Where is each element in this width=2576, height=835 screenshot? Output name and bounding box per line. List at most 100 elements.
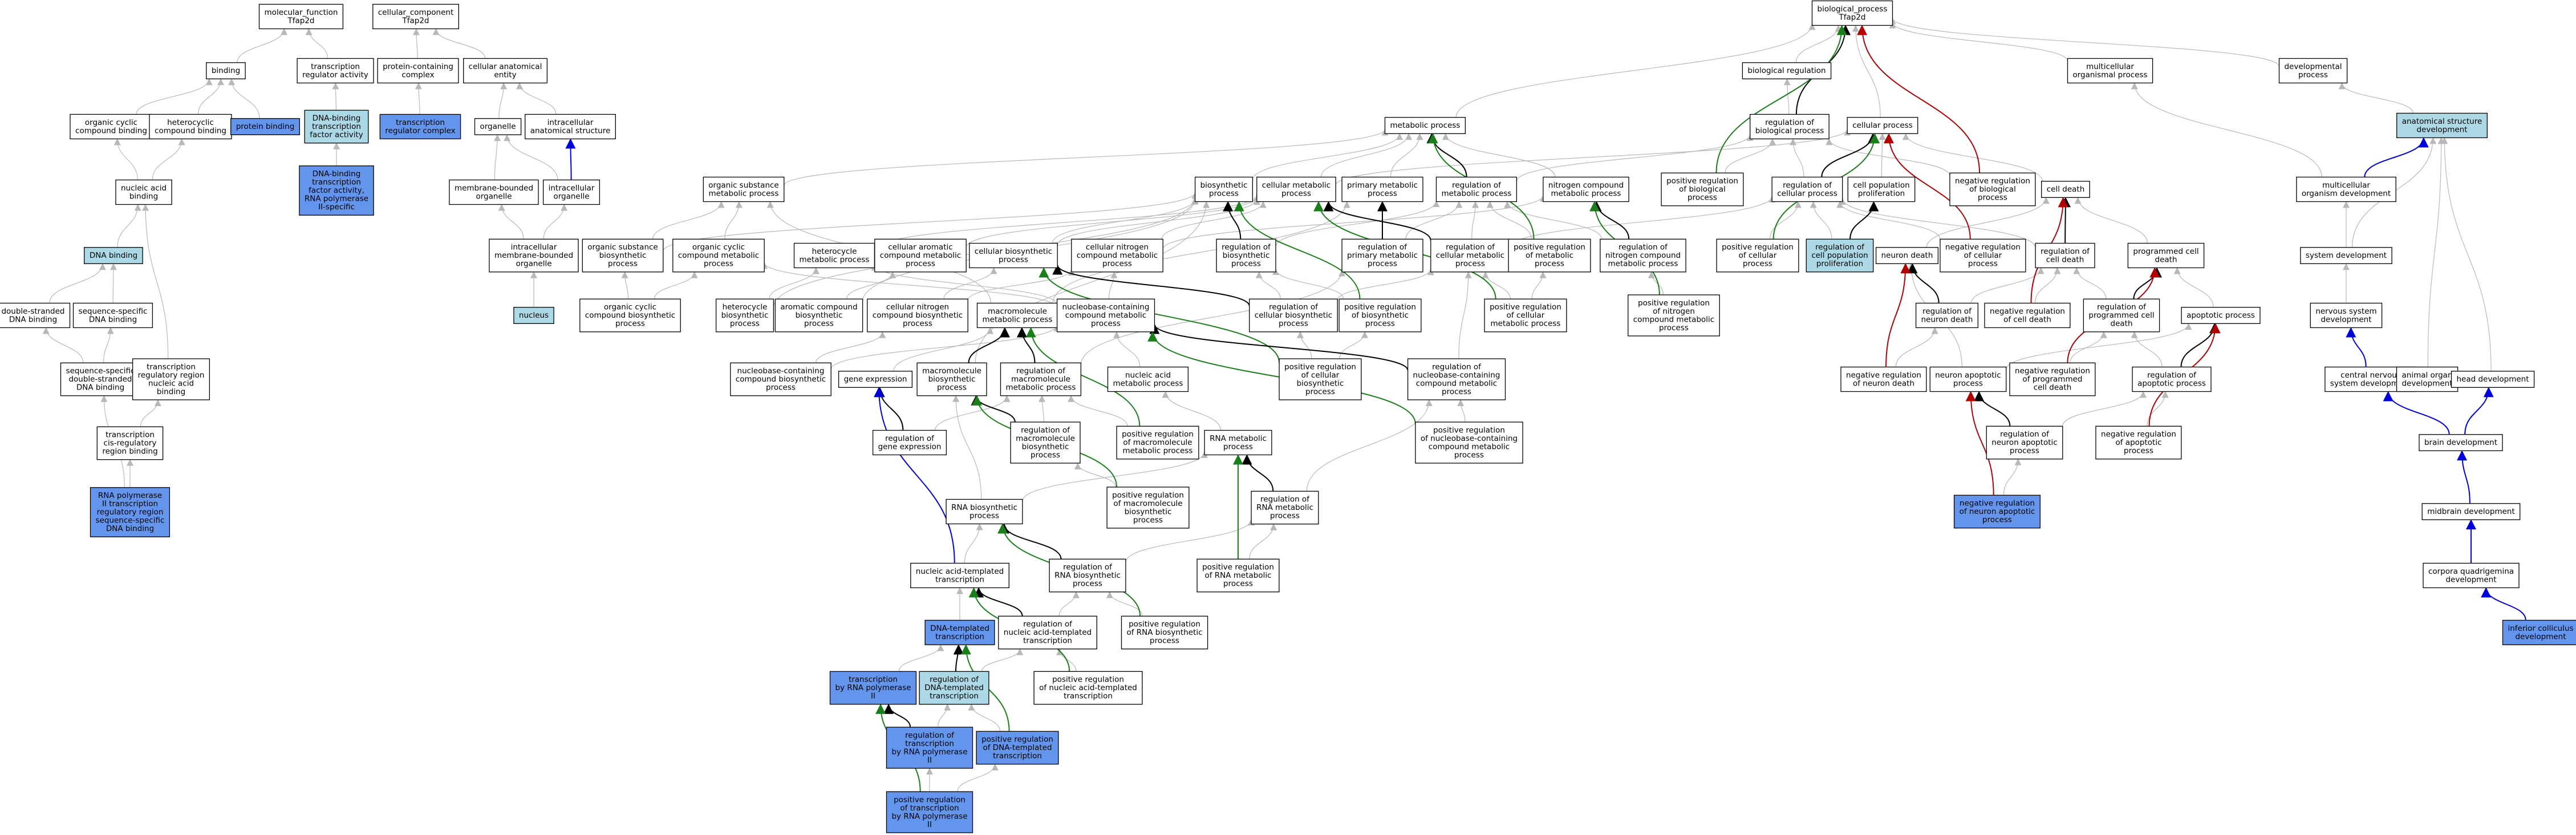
node-label-line: process	[1743, 260, 1772, 269]
node-label-line: cellular nitrogen	[1086, 243, 1149, 252]
node-label-line: biological regulation	[1747, 66, 1825, 75]
edge-mmp-to-pmp	[1052, 201, 1350, 303]
node-box	[2296, 176, 2396, 202]
node-box	[1000, 362, 1082, 396]
node-label-line: double-stranded	[68, 375, 132, 384]
node-label-line: compound metabolic	[678, 251, 759, 260]
node-label-line: process	[704, 260, 733, 269]
node-label-line: process	[1442, 387, 1471, 396]
node-label-line: transcription	[147, 362, 196, 371]
node-label-line: of cellular	[1739, 251, 1777, 260]
node-label-line: process	[1659, 323, 1689, 333]
node-label-line: nitrogen compound	[1605, 251, 1681, 260]
node-box	[1071, 238, 1163, 273]
node-label-line: regulation of	[1783, 181, 1832, 190]
node-label-line: of biosynthetic	[1352, 311, 1409, 320]
edge-cnccmp-to-cmp	[1161, 201, 1267, 240]
node-label-line: DNA binding	[89, 315, 137, 324]
node-label-line: Tfap2d	[287, 16, 315, 25]
node-box	[1251, 491, 1319, 525]
go-term-node-neurondeath: neuron death	[1875, 247, 1939, 264]
node-box	[2127, 242, 2205, 269]
node-label-line: positive regulation	[1666, 177, 1738, 186]
node-label-line: inferior colliculus	[2508, 624, 2573, 633]
node-label-line: of metabolic	[1526, 251, 1573, 260]
edge-prnatt-to-rnatt	[1056, 648, 1077, 672]
node-box	[2181, 307, 2261, 324]
edge-rdtt-to-dtt	[953, 644, 964, 672]
node-label-line: process	[969, 511, 999, 520]
edge-rcmp-to-cmp	[1323, 201, 1431, 241]
node-label-line: neuron apoptotic	[1991, 438, 2057, 447]
node-label-line: process	[2124, 447, 2153, 456]
node-label-line: biosynthetic	[1297, 379, 1344, 388]
node-box	[2396, 112, 2488, 139]
edge-rcbp-to-rcmp	[1337, 268, 1434, 301]
node-label-line: regulation of	[1618, 243, 1668, 252]
node-box	[1279, 358, 1362, 400]
node-label-line: DNA binding	[90, 251, 137, 260]
node-box	[1107, 366, 1189, 392]
node-label-line: RNA biosynthetic	[1054, 571, 1121, 580]
edge-cnccmp-to-ncmp	[1162, 194, 1547, 249]
edge-rnbccmp-to-nbccmp	[1149, 323, 1409, 371]
node-label-line: metabolic process	[1491, 319, 1561, 329]
node-box	[449, 179, 539, 205]
node-label-line: nervous system	[2315, 307, 2376, 316]
node-label-line: process	[2298, 70, 2328, 79]
node-label-line: of nucleobase-containing	[1421, 434, 1518, 443]
node-label-line: process	[615, 319, 645, 329]
node-box	[258, 3, 344, 30]
edge-prcbp-to-cbp	[1038, 267, 1280, 363]
node-box	[2396, 366, 2459, 392]
node-label-line: gene expression	[878, 442, 942, 451]
node-box	[1543, 176, 1629, 202]
node-label-line: of macromolecule	[1123, 438, 1192, 447]
edge-rrnamp-to-rnamp	[1242, 454, 1274, 492]
node-label-line: regulation of	[1446, 243, 1495, 252]
edge-nrap-to-rap	[2147, 391, 2169, 427]
node-label-line: cellular metabolic	[1262, 181, 1330, 190]
node-label-line: of programmed	[2023, 375, 2083, 384]
edge-rdtt-to-rnatt	[981, 648, 1024, 672]
node-label-line: process	[1091, 319, 1121, 329]
node-label-line: primary metabolic	[1347, 251, 1418, 260]
node-box	[976, 302, 1058, 329]
node-label-line: regulation of	[1021, 425, 1070, 435]
edge-mod-to-asd	[2364, 137, 2429, 177]
node-label-line: of nucleic acid-templated	[1039, 683, 1137, 692]
node-box	[1716, 238, 1799, 273]
node-label-line: by RNA polymerase	[835, 683, 911, 692]
node-label-line: regulation of	[885, 434, 935, 443]
node-label-line: cell population	[1853, 181, 1909, 190]
node-label-line: organelle	[553, 192, 589, 201]
node-label-line: metabolic process	[1390, 121, 1461, 130]
node-box	[1407, 358, 1506, 400]
edge-osmp-to-mp	[784, 128, 1389, 186]
node-box	[969, 242, 1058, 269]
node-label-line: biosynthetic	[1022, 442, 1069, 451]
node-label-line: intracellular	[511, 243, 557, 252]
node-label-line: transcription	[396, 118, 445, 127]
node-label-line: organic substance	[587, 243, 658, 252]
node-label-line: process	[1102, 260, 1132, 269]
node-box	[872, 429, 947, 456]
edge-cbp-to-biosp	[1052, 197, 1199, 244]
node-label-line: biosynthetic	[928, 375, 976, 384]
node-label-line: cellular process	[1852, 121, 1913, 130]
node-label-line: molecular_function	[265, 8, 338, 17]
node-label-line: neuron apoptotic	[1935, 371, 2001, 380]
